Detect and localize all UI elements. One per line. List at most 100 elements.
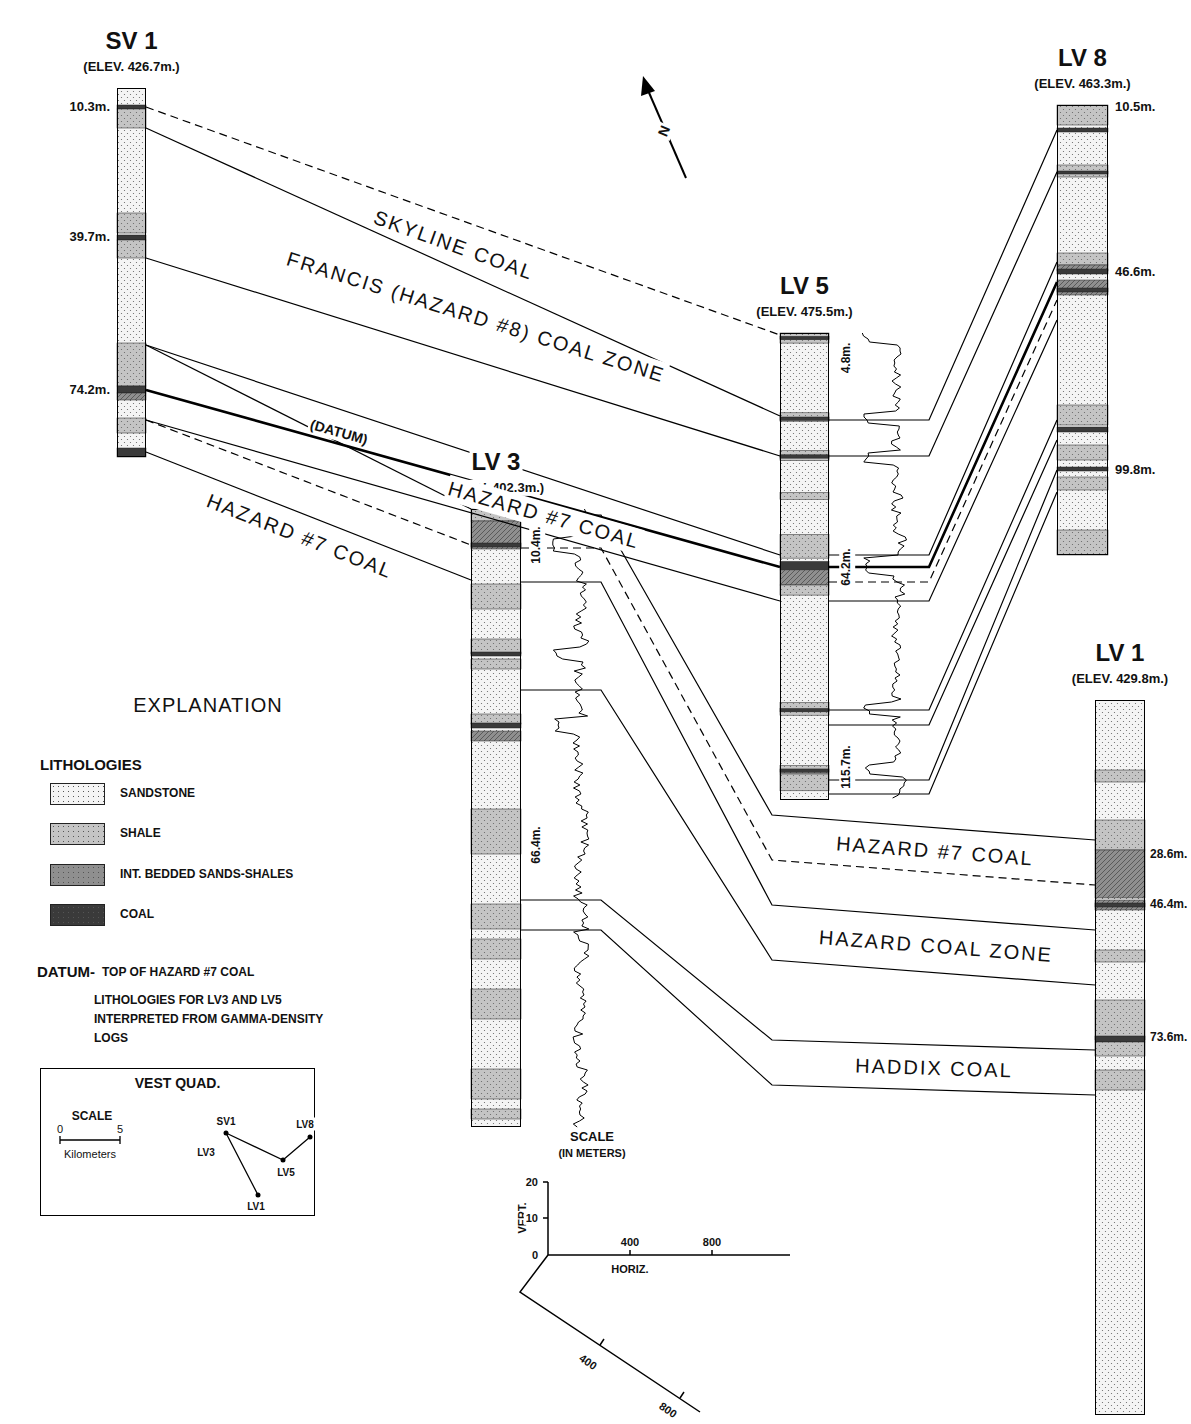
column-title: LV 1 bbox=[1094, 638, 1147, 668]
column-title: SV 1 bbox=[103, 26, 159, 56]
location-map bbox=[60, 1133, 310, 1195]
layer-texture bbox=[780, 774, 829, 791]
correlation-line bbox=[829, 300, 1057, 582]
rock-layer bbox=[1057, 269, 1108, 274]
map-point bbox=[256, 1193, 261, 1198]
km-scale-bar bbox=[60, 1136, 120, 1144]
map-scale-number: 5 bbox=[115, 1122, 125, 1136]
rock-layer bbox=[117, 240, 146, 258]
axis-number: 0 bbox=[530, 1248, 540, 1262]
layer-texture bbox=[780, 585, 829, 595]
rock-layer bbox=[117, 109, 146, 128]
scale-oblique-axis bbox=[520, 1255, 700, 1412]
map-inset-box: VEST QUAD. bbox=[40, 1068, 315, 1216]
correlation-line bbox=[146, 420, 780, 601]
rock-layer bbox=[780, 455, 829, 458]
depth-mark: 73.6m. bbox=[1148, 1030, 1189, 1046]
rock-layer bbox=[1095, 950, 1145, 962]
layer-texture bbox=[1057, 445, 1108, 460]
depth-mark: 46.4m. bbox=[1148, 897, 1189, 913]
axis-number: 10 bbox=[524, 1211, 540, 1225]
gamma-log-curve bbox=[862, 333, 906, 798]
rock-layer bbox=[1057, 171, 1108, 174]
rock-layer bbox=[117, 105, 146, 109]
layer-texture bbox=[1057, 477, 1108, 490]
rock-layer bbox=[780, 417, 829, 420]
map-point bbox=[281, 1158, 286, 1163]
rock-layer bbox=[780, 774, 829, 791]
map-line bbox=[226, 1133, 310, 1195]
depth-mark: 66.4m. bbox=[529, 824, 545, 865]
sandstone-texture bbox=[117, 88, 146, 457]
correlation-line bbox=[829, 282, 1057, 567]
rock-layer bbox=[471, 904, 521, 929]
rock-layer bbox=[1057, 253, 1108, 265]
rock-layer bbox=[471, 1069, 521, 1099]
axis-number: 400 bbox=[575, 1350, 602, 1374]
rock-layer bbox=[780, 333, 829, 343]
map-well-label: LV8 bbox=[294, 1118, 316, 1131]
coal-zone-label: SKYLINE COAL bbox=[369, 204, 540, 287]
rock-layer bbox=[1057, 445, 1108, 460]
correlation-line bbox=[829, 470, 1057, 780]
sandstone-layer bbox=[1095, 700, 1145, 1415]
rock-layer bbox=[780, 570, 829, 585]
coal-zone-label: HADDIX COAL bbox=[853, 1053, 1015, 1084]
depth-mark: 64.2m. bbox=[839, 546, 855, 587]
scale-axes bbox=[520, 1182, 790, 1412]
scale-tick bbox=[600, 1339, 684, 1398]
rock-layer bbox=[1095, 1000, 1145, 1040]
legend-swatch bbox=[50, 864, 105, 886]
rock-layer bbox=[1057, 427, 1108, 432]
rock-layer bbox=[1095, 1070, 1145, 1090]
rock-layer bbox=[780, 561, 829, 569]
rock-layer bbox=[471, 731, 521, 741]
layer-texture bbox=[471, 904, 521, 929]
layer-texture bbox=[1095, 820, 1145, 850]
layer-texture bbox=[780, 535, 829, 559]
depth-mark: 28.6m. bbox=[1148, 847, 1189, 863]
map-well-label: LV5 bbox=[275, 1166, 297, 1179]
legend-swatch bbox=[50, 823, 105, 845]
column-elevation: (ELEV. 475.5m.) bbox=[754, 304, 854, 320]
gamma-log-curve bbox=[553, 509, 589, 1127]
depth-mark: 99.8m. bbox=[1113, 462, 1157, 479]
correlation-line bbox=[146, 345, 471, 509]
rock-layer bbox=[1057, 467, 1108, 471]
sandstone-texture bbox=[471, 509, 521, 1127]
layer-texture bbox=[117, 240, 146, 258]
legend-subheading: LITHOLOGIES bbox=[38, 755, 144, 775]
layer-texture bbox=[780, 333, 829, 343]
layer-texture bbox=[1057, 253, 1108, 265]
layer-texture bbox=[1057, 530, 1108, 555]
strat-column: LV 8(ELEV. 463.3m.) bbox=[1057, 105, 1108, 555]
depth-mark: 10.5m. bbox=[1113, 99, 1157, 116]
layer-texture bbox=[471, 809, 521, 854]
scale-title: SCALE bbox=[568, 1129, 616, 1146]
rock-layer bbox=[780, 769, 829, 772]
column-elevation: (ELEV. 429.8m.) bbox=[1070, 671, 1170, 687]
correlation-line bbox=[521, 582, 1095, 930]
rock-layer bbox=[1095, 820, 1145, 850]
column-elevation: (ELEV. 463.3m.) bbox=[1032, 76, 1132, 92]
scale-unit: (IN METERS) bbox=[556, 1146, 627, 1160]
legend-text: INT. BEDDED SANDS-SHALES bbox=[118, 867, 295, 883]
map-scale-title: SCALE bbox=[70, 1109, 115, 1125]
rock-layer bbox=[1057, 477, 1108, 490]
correlation-line bbox=[829, 420, 1057, 710]
correlation-line bbox=[829, 172, 1057, 456]
rock-layer bbox=[780, 703, 829, 716]
datum-note: TOP OF HAZARD #7 COAL bbox=[100, 965, 256, 981]
sandstone-texture bbox=[1095, 700, 1145, 1415]
rock-layer bbox=[117, 386, 146, 393]
coal-zone-label: HAZARD COAL ZONE bbox=[816, 923, 1056, 967]
layer-texture bbox=[471, 989, 521, 1019]
rock-layer bbox=[117, 343, 146, 386]
scale-tick bbox=[543, 1182, 712, 1255]
layer-texture bbox=[1057, 165, 1108, 177]
legend-heading: EXPLANATION bbox=[131, 692, 285, 718]
layer-texture bbox=[117, 109, 146, 128]
datum-key: DATUM- bbox=[35, 962, 97, 982]
layer-texture bbox=[780, 493, 829, 500]
coal-zone-label: HAZARD #7 COAL bbox=[833, 830, 1036, 872]
